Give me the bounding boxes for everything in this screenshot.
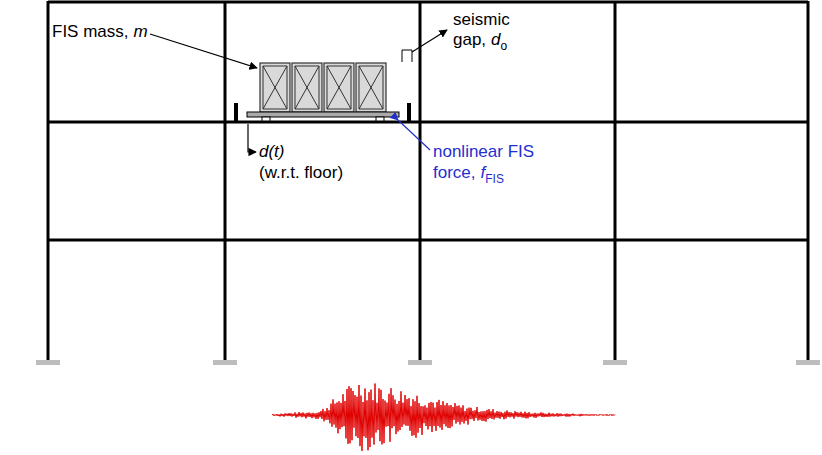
force-label: nonlinear FIS bbox=[433, 142, 534, 161]
gap-leader bbox=[412, 30, 447, 52]
isolator-bearings bbox=[262, 117, 384, 121]
gap-subscript: o bbox=[501, 39, 508, 53]
label-line: d(t) bbox=[259, 142, 285, 162]
label-line: force, fFIS bbox=[433, 163, 504, 184]
ground-marks bbox=[36, 360, 820, 365]
label-line: gap, do bbox=[453, 30, 507, 51]
label-line: FIS mass, m bbox=[52, 22, 148, 42]
crate-cross bbox=[359, 66, 383, 109]
mass-leader bbox=[150, 34, 257, 68]
ground-motion-record bbox=[272, 384, 615, 451]
fis-crates bbox=[260, 63, 386, 112]
gap-marker bbox=[402, 50, 412, 62]
displacement-symbol: d(t) bbox=[259, 142, 285, 161]
crate-cross bbox=[263, 66, 287, 109]
gap-label: seismic bbox=[453, 10, 510, 29]
force-symbol: f bbox=[481, 163, 486, 182]
gap-label: gap, bbox=[453, 30, 486, 49]
label-line: nonlinear FIS bbox=[433, 142, 534, 162]
displacement-note: (w.r.t. floor) bbox=[259, 163, 343, 182]
crate-crosses bbox=[263, 66, 383, 109]
mass-label: FIS mass, bbox=[52, 22, 129, 41]
force-subscript: FIS bbox=[485, 172, 504, 186]
gap-symbol: d bbox=[491, 30, 500, 49]
crate-cross bbox=[295, 66, 319, 109]
label-line: seismic bbox=[453, 10, 510, 30]
force-leader bbox=[398, 120, 430, 150]
displacement-arrow bbox=[248, 124, 256, 152]
bumpers bbox=[234, 103, 411, 122]
force-label: force, bbox=[433, 163, 476, 182]
crate-cross bbox=[327, 66, 351, 109]
mass-symbol: m bbox=[134, 22, 148, 41]
isolated-platform bbox=[247, 112, 399, 117]
moment-frame bbox=[48, 1, 808, 360]
label-line: (w.r.t. floor) bbox=[259, 163, 343, 183]
